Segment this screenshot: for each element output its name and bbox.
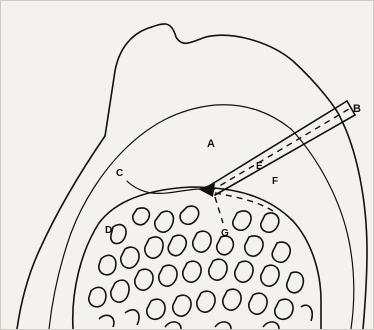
inner-right-wall <box>291 129 354 329</box>
label-a: A <box>207 138 215 150</box>
label-d: D <box>105 225 112 236</box>
label-f: F <box>272 176 278 187</box>
label-b: B <box>353 103 361 115</box>
dashed-line-g <box>215 197 223 223</box>
probe-instrument-lower-edge <box>215 115 355 195</box>
probe-tip <box>198 183 215 197</box>
dashed-curve-f <box>215 193 273 211</box>
label-e: E <box>256 161 263 172</box>
left-root-wall <box>17 136 105 329</box>
inner-left-wall <box>49 233 71 329</box>
label-g: G <box>221 228 229 239</box>
bone-pores <box>89 206 312 329</box>
label-c: C <box>116 168 123 179</box>
tooth-crown-outline <box>105 24 341 136</box>
